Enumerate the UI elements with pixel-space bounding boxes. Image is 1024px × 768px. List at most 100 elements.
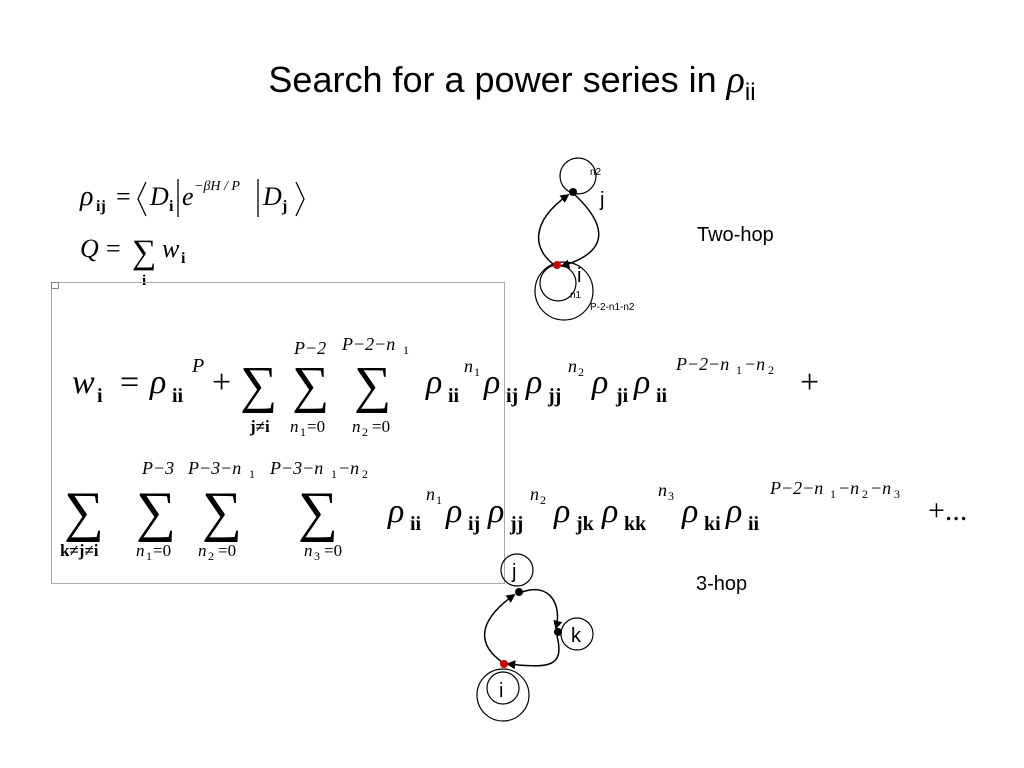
q-definition: Q = ∑ i w i: [80, 234, 186, 289]
svg-text:ρ: ρ: [633, 364, 650, 401]
svg-text:1: 1: [403, 343, 409, 357]
svg-text:∑: ∑: [64, 481, 104, 543]
rho-definition: ρ ij = D i e −βH / P D j: [79, 179, 305, 217]
node-i-label: i: [577, 265, 581, 287]
w-expansion-equation: w i = ρ ii P + ∑ j≠i ∑ P−2 n 1 =0 ∑ P−2−…: [60, 334, 967, 563]
svg-text:1: 1: [331, 467, 337, 481]
edge-j-to-i: [560, 193, 600, 269]
svg-text:2: 2: [362, 467, 368, 481]
svg-text:1: 1: [830, 487, 836, 501]
node-i-label: i: [499, 680, 503, 702]
svg-text:i: i: [142, 273, 146, 289]
svg-text:1: 1: [146, 549, 152, 563]
svg-text:=0: =0: [324, 541, 342, 560]
svg-text:+: +: [800, 364, 819, 401]
svg-text:jj: jj: [509, 513, 523, 535]
svg-text:∑: ∑: [132, 234, 156, 271]
svg-text:2: 2: [362, 425, 368, 439]
svg-text:P: P: [191, 355, 204, 377]
svg-text:2: 2: [540, 493, 546, 507]
svg-text:1: 1: [300, 425, 306, 439]
svg-text:j: j: [281, 198, 287, 215]
svg-text:P−3−n: P−3−n: [187, 458, 241, 478]
edge-k-to-i: [506, 635, 560, 670]
svg-text:−n: −n: [744, 354, 765, 374]
svg-text:∑: ∑: [292, 357, 329, 414]
loop-j-label: n2: [590, 167, 602, 178]
svg-text:2: 2: [208, 549, 214, 563]
loop-i-outer: [476, 668, 530, 722]
expansion-line-1: w i = ρ ii P + ∑ j≠i ∑ P−2 n 1 =0 ∑ P−2−…: [72, 334, 819, 439]
svg-text:w: w: [72, 364, 95, 401]
svg-text:3: 3: [668, 489, 674, 503]
edge-i-to-j: [537, 193, 570, 267]
svg-text:w: w: [162, 234, 180, 263]
svg-text:ρ: ρ: [525, 364, 542, 401]
loop-i-outer: [534, 261, 594, 321]
svg-text:ρ: ρ: [487, 493, 504, 530]
svg-text:ij: ij: [506, 385, 518, 407]
svg-text:k≠j≠i: k≠j≠i: [60, 541, 99, 560]
loop-i-inner: [486, 671, 520, 705]
node-k: [554, 628, 562, 636]
svg-text:n: n: [464, 356, 473, 376]
title-text: Search for a power series in: [268, 59, 727, 100]
svg-text:n: n: [304, 541, 313, 560]
svg-text:n: n: [530, 484, 539, 504]
three-hop-diagram: j k i: [476, 553, 594, 722]
two-hop-label: Two-hop: [697, 224, 774, 246]
svg-text:=0: =0: [307, 417, 325, 436]
svg-text:−βH / P: −βH / P: [194, 179, 240, 194]
svg-text:1: 1: [249, 467, 255, 481]
two-hop-diagram: j i n2 n1 P-2-n1-n2: [534, 157, 635, 321]
svg-text:Q: Q: [80, 234, 99, 263]
svg-text:ii: ii: [172, 385, 184, 407]
edge-i-to-j: [484, 593, 516, 663]
expansion-line-2: ∑ k≠j≠i ∑ P−3 n 1 =0 ∑ P−3−n 1 n 2 =0 ∑ …: [60, 458, 967, 563]
node-i: [500, 660, 508, 668]
svg-text:2: 2: [578, 365, 584, 379]
svg-text:P−2−n: P−2−n: [675, 354, 729, 374]
svg-text:ii: ii: [748, 513, 760, 535]
svg-text:=0: =0: [372, 417, 390, 436]
svg-text:ii: ii: [448, 385, 460, 407]
svg-text:1: 1: [736, 363, 742, 377]
svg-text:ji: ji: [615, 385, 629, 407]
node-j-label: j: [511, 561, 516, 583]
svg-text:ρ: ρ: [591, 364, 608, 401]
svg-text:kk: kk: [624, 513, 647, 535]
svg-text:=: =: [120, 364, 139, 401]
svg-text:jk: jk: [575, 513, 595, 535]
node-i: [553, 261, 561, 269]
equation-frame: [51, 282, 505, 584]
svg-text:ij: ij: [96, 198, 106, 215]
svg-text:P−3: P−3: [141, 458, 174, 478]
svg-text:jj: jj: [547, 385, 561, 407]
svg-text:ρ: ρ: [725, 493, 742, 530]
svg-text:=: =: [116, 182, 131, 211]
node-j: [515, 588, 523, 596]
svg-text:−n: −n: [338, 458, 359, 478]
svg-text:+: +: [212, 364, 231, 401]
edge-j-to-k: [521, 589, 563, 630]
loop-j: [500, 553, 534, 587]
svg-text:ρ: ρ: [149, 364, 166, 401]
svg-text:n: n: [658, 480, 667, 500]
svg-text:2: 2: [768, 363, 774, 377]
svg-text:ii: ii: [656, 385, 668, 407]
svg-text:i: i: [181, 250, 186, 267]
svg-text:ki: ki: [704, 513, 721, 535]
loop-j: [559, 157, 597, 195]
definitions-equations: ρ ij = D i e −βH / P D j Q = ∑ i w i: [79, 179, 305, 289]
svg-text:e: e: [182, 182, 194, 211]
svg-text:P−2−n: P−2−n: [769, 478, 823, 498]
svg-text:∑: ∑: [202, 481, 242, 543]
title-rho-symbol: ρ: [726, 59, 745, 101]
three-hop-label: 3-hop: [696, 573, 748, 595]
frame-placeholder-icon: [51, 282, 59, 289]
svg-text:=0: =0: [218, 541, 236, 560]
svg-text:ρ: ρ: [601, 493, 618, 530]
svg-text:P−3−n: P−3−n: [269, 458, 323, 478]
svg-text:P−2−n: P−2−n: [341, 334, 395, 354]
node-k-label: k: [571, 625, 582, 647]
